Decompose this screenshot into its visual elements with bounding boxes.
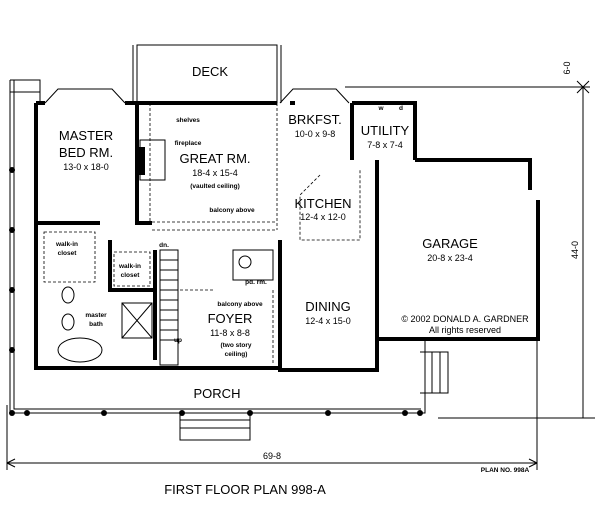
closet-1-label-2: closet <box>58 250 78 257</box>
deck <box>132 44 282 103</box>
breakfast-size: 10-0 x 9-8 <box>295 129 336 139</box>
great-room-note: (vaulted ceiling) <box>190 183 239 190</box>
fireplace-label: fireplace <box>175 140 202 147</box>
plan-title: FIRST FLOOR PLAN 998-A <box>164 482 326 497</box>
porch-label: PORCH <box>194 386 241 401</box>
master-bed-size: 13-0 x 18-0 <box>63 162 109 172</box>
balcony-above-label: balcony above <box>209 207 255 214</box>
utility-size: 7-8 x 7-4 <box>367 140 403 150</box>
closet-2-label-2: closet <box>121 272 141 279</box>
foyer-note-2: ceiling) <box>225 351 248 358</box>
shelves-label: shelves <box>176 117 200 124</box>
depth-dimension: 44-0 <box>570 241 580 259</box>
garage-size: 20-8 x 23-4 <box>427 253 473 263</box>
foyer-note-1: (two story <box>220 342 251 349</box>
foyer-size: 11-8 x 8-8 <box>210 328 250 338</box>
balcony-above-label-2: balcony above <box>217 301 263 308</box>
great-room-label: GREAT RM. <box>179 151 250 166</box>
breakfast-label: BRKFST. <box>288 112 341 127</box>
porch <box>9 79 449 441</box>
great-room-size: 18-4 x 15-4 <box>192 168 238 178</box>
master-bed-label-2: BED RM. <box>59 145 113 160</box>
exterior-walls <box>34 88 540 372</box>
dimension-lines <box>6 80 595 470</box>
powder-room-label: pd. rm. <box>245 279 267 286</box>
rights-text: All rights reserved <box>429 325 501 335</box>
stairs-down-label: dn. <box>159 242 169 249</box>
garage-label: GARAGE <box>422 236 478 251</box>
master-bath-label-1: master <box>85 312 107 319</box>
master-bed-label-1: MASTER <box>59 128 113 143</box>
width-dimension: 69-8 <box>263 451 281 461</box>
dining-label: DINING <box>305 299 351 314</box>
foyer-label: FOYER <box>208 311 253 326</box>
deck-label: DECK <box>192 64 228 79</box>
stairs-up-label: up <box>174 337 182 344</box>
copyright-text: © 2002 DONALD A. GARDNER <box>401 314 529 324</box>
interior-lines <box>43 103 361 366</box>
closet-1-label-1: walk-in <box>55 241 78 248</box>
plan-number: PLAN NO. 998A <box>481 467 530 474</box>
washer-label: w <box>377 105 384 112</box>
dining-size: 12-4 x 15-0 <box>305 316 351 326</box>
closet-2-label-1: walk-in <box>118 263 141 270</box>
kitchen-size: 12-4 x 12-0 <box>300 212 346 222</box>
dryer-label: d <box>399 105 403 112</box>
deck-depth-dimension: 6-0 <box>562 61 572 74</box>
master-bath-label-2: bath <box>89 321 103 328</box>
utility-label: UTILITY <box>361 123 410 138</box>
kitchen-label: KITCHEN <box>294 196 351 211</box>
